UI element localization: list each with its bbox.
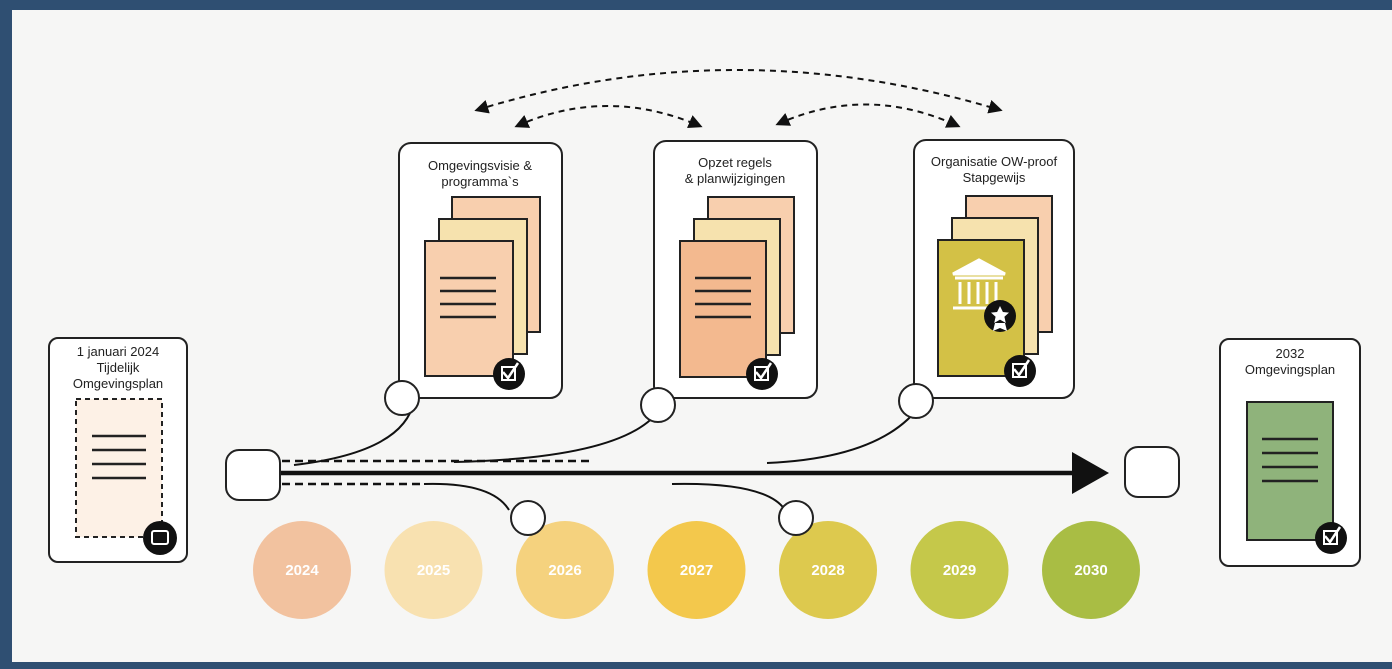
screen-icon xyxy=(143,521,177,555)
year-circle-2027 xyxy=(647,521,746,619)
branch-2028 xyxy=(671,482,786,511)
milestone-node xyxy=(384,380,420,416)
timeline-end-node xyxy=(1124,446,1180,498)
document-green xyxy=(1246,401,1334,541)
timeline-start-node xyxy=(225,449,281,501)
dashed-document xyxy=(75,398,163,538)
card-label-line: 2032 xyxy=(1276,346,1305,361)
milestone-node xyxy=(640,387,676,423)
card-tijdelijk-omgevingsplan: 1 januari 2024 Tijdelijk Omgevingsplan xyxy=(48,337,188,563)
star-badge-icon xyxy=(984,300,1016,332)
document-lines xyxy=(440,276,496,319)
card-label-line: Omgevingsplan xyxy=(73,376,163,391)
checkbox-icon xyxy=(746,358,778,390)
milestone-node xyxy=(510,500,546,536)
year-label: 2026 xyxy=(548,562,581,579)
year-circle-2024 xyxy=(253,521,351,619)
document-front xyxy=(424,240,514,377)
year-circle-2026 xyxy=(516,521,614,619)
card-label-line: 1 januari 2024 xyxy=(77,344,159,359)
card-label-line: Opzet regels xyxy=(698,155,772,170)
year-label: 2027 xyxy=(680,562,713,579)
card-label-line: Tijdelijk xyxy=(97,360,140,375)
year-circle-2029 xyxy=(910,521,1009,619)
checkbox-icon xyxy=(1315,522,1347,554)
timeline-arrowhead xyxy=(1072,452,1109,494)
dashed-link-right xyxy=(775,103,961,128)
dashed-link-outer xyxy=(474,69,1003,114)
dashed-link-left xyxy=(514,105,703,129)
milestone-node xyxy=(778,500,814,536)
card-opzet-regels: Opzet regels & planwijzigingen xyxy=(653,140,818,399)
diagram-canvas: 1 januari 2024 Tijdelijk Omgevingsplan O… xyxy=(12,10,1392,662)
card-label-line: Stapgewijs xyxy=(963,170,1026,185)
building-icon xyxy=(952,258,1006,310)
document-lines xyxy=(695,276,751,319)
card-label-line: Organisatie OW-proof xyxy=(931,154,1058,169)
checkbox-icon xyxy=(1004,355,1036,387)
year-label: 2024 xyxy=(285,562,319,579)
year-label: 2028 xyxy=(811,562,844,579)
connector-organisatie xyxy=(766,402,923,464)
connector-regels xyxy=(453,405,663,463)
card-label-line: programma`s xyxy=(441,174,519,189)
document-lines xyxy=(1262,437,1318,483)
card-organisatie-ow-proof: Organisatie OW-proof Stapgewijs xyxy=(913,139,1075,399)
year-circles: 2024 2025 2026 2027 2028 2029 2030 xyxy=(253,521,1140,619)
card-label-line: & planwijzigingen xyxy=(685,171,785,186)
document-front xyxy=(679,240,767,378)
checkbox-icon xyxy=(493,358,525,390)
milestone-node xyxy=(898,383,934,419)
card-omgevingsplan-2032: 2032 Omgevingsplan xyxy=(1219,338,1361,567)
branch-2026 xyxy=(423,482,510,511)
year-circle-2025 xyxy=(384,521,483,619)
card-label-line: Omgevingsplan xyxy=(1245,362,1335,377)
year-label: 2029 xyxy=(943,562,976,579)
year-label: 2025 xyxy=(417,562,450,579)
timeline-diagram: 1 januari 2024 Tijdelijk Omgevingsplan O… xyxy=(48,69,1361,619)
year-label: 2030 xyxy=(1074,562,1107,579)
card-label-line: Omgevingsvisie & xyxy=(428,158,532,173)
timeline xyxy=(278,400,1109,511)
year-circle-2028 xyxy=(779,521,877,619)
year-circle-2030 xyxy=(1042,521,1140,619)
document-lines xyxy=(92,434,146,480)
card-omgevingsvisie: Omgevingsvisie & programma`s xyxy=(398,142,563,399)
